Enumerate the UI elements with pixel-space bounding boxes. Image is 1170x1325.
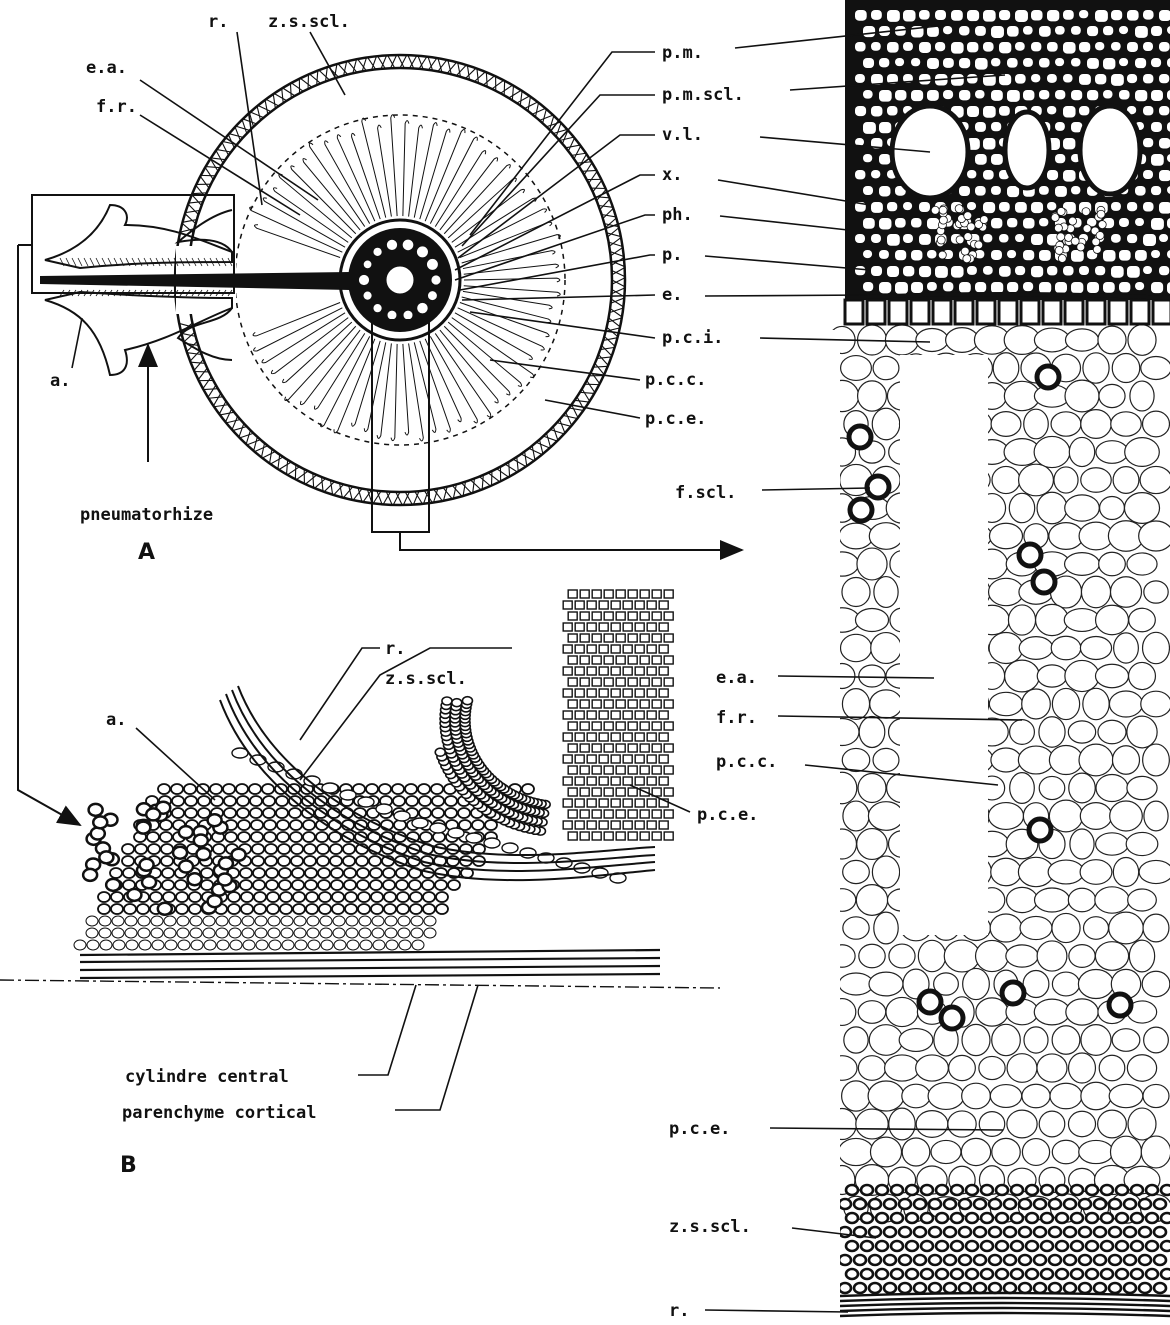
endodermis-band	[845, 294, 1170, 324]
panel-label-a: A	[138, 540, 155, 565]
label-a-fr: f.r.	[96, 97, 137, 117]
label-c-fr: f.r.	[716, 708, 757, 728]
figure-c-cellular-strip: f.scl. e.a. f.r. p.c.c. p.c.e. z.s.scl. …	[669, 0, 1170, 1325]
label-b-zsscl: z.s.scl.	[385, 669, 467, 689]
figure-b-tissue	[74, 590, 673, 950]
label-c-fscl: f.scl.	[675, 483, 736, 503]
air-lacuna	[900, 355, 988, 935]
label-a-pm: p.m.	[662, 43, 703, 63]
label-b-cylindre: cylindre central	[125, 1067, 289, 1087]
label-c-zsscl: z.s.scl.	[669, 1217, 751, 1237]
label-c-ea: e.a.	[716, 668, 757, 688]
label-a-x: x.	[662, 165, 682, 185]
label-a-pcc: p.c.c.	[645, 370, 706, 390]
label-a-ea: e.a.	[86, 58, 127, 78]
label-c-pcc: p.c.c.	[716, 752, 777, 772]
arrow-to-figure-c	[400, 532, 742, 550]
label-pneumatorhize: pneumatorhize	[80, 505, 213, 525]
figure-b-longitudinal: r. z.s.scl. a. p.c.e. cylindre central p…	[0, 580, 758, 1178]
panel-label-b: B	[120, 1153, 137, 1178]
label-a-zsscl: z.s.scl.	[268, 12, 350, 32]
label-a-vl: v.l.	[662, 125, 703, 145]
label-a-p: p.	[662, 245, 682, 265]
pith	[386, 266, 414, 294]
label-b-r: r.	[385, 639, 405, 659]
arrow-to-figure-b	[18, 245, 80, 825]
label-c-pce: p.c.e.	[669, 1119, 730, 1139]
root-lines	[80, 950, 660, 978]
label-a-a: a.	[50, 371, 70, 391]
label-c-r: r.	[669, 1301, 689, 1321]
label-a-r: r.	[208, 12, 228, 32]
label-a-pci: p.c.i.	[662, 328, 723, 348]
label-b-parenchyme: parenchyme cortical	[122, 1103, 316, 1123]
label-a-pmscl: p.m.scl.	[662, 85, 744, 105]
label-b-a: a.	[106, 710, 126, 730]
label-a-e: e.	[662, 285, 682, 305]
label-a-pce: p.c.e.	[645, 409, 706, 429]
label-a-ph: ph.	[662, 205, 693, 225]
axis-dash-dot	[0, 980, 720, 988]
label-b-pce: p.c.e.	[697, 805, 758, 825]
